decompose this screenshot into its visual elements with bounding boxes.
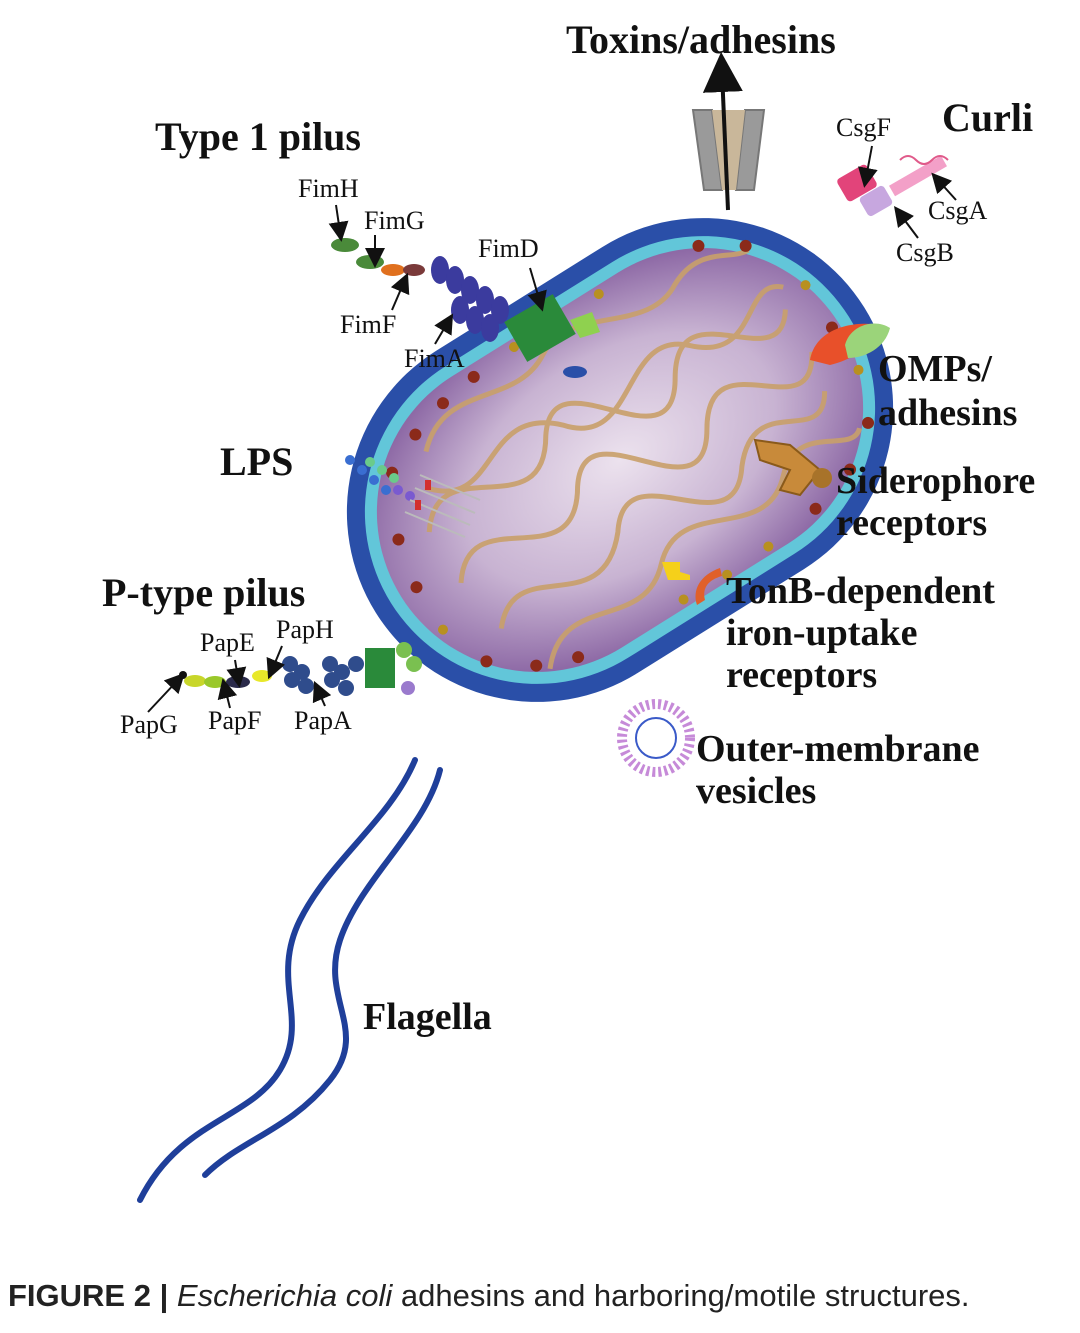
label-omps: OMPs/ (878, 348, 992, 390)
label-papg: PapG (120, 710, 178, 739)
label-papf: PapF (208, 706, 262, 735)
type1-pilus (331, 238, 600, 378)
label-fimg: FimG (364, 206, 425, 235)
label-tonb-dependent: TonB-dependent (726, 570, 995, 612)
label-papa: PapA (294, 706, 352, 735)
label-csga: CsgA (928, 196, 988, 225)
label-vesicles: vesicles (696, 770, 817, 812)
omps (810, 323, 890, 365)
caption-species: Escherichia coli (176, 1278, 393, 1313)
label-curli: Curli (942, 95, 1034, 140)
leader-arrows (147, 145, 957, 713)
outer-membrane-vesicle (617, 699, 695, 777)
nucleoid (423, 247, 862, 670)
siderophore-receptor (753, 438, 832, 497)
label-csgg: CsgG (770, 156, 830, 185)
lps (345, 455, 481, 538)
label-siderophore-receptors: receptors (836, 502, 988, 544)
label-paph: PapH (276, 615, 334, 644)
label-fima: FimA (404, 344, 465, 373)
caption-text: adhesins and harboring/motile structures… (400, 1278, 970, 1313)
label-fimf: FimF (340, 310, 397, 339)
label-csgf: CsgF (836, 113, 891, 142)
label-p-type-pilus: P-type pilus (102, 570, 306, 615)
p-type-pilus (179, 642, 422, 696)
label-iron-uptake: iron-uptake (726, 612, 918, 654)
toxin-secretion-pore (691, 52, 766, 211)
label-omps-adhesins: adhesins (878, 392, 1018, 434)
curli-assembly (837, 155, 949, 217)
label-fimh: FimH (298, 174, 359, 203)
label-toxins-adhesins: Toxins/adhesins (566, 17, 836, 62)
label-tonb-receptors: receptors (726, 654, 878, 696)
label-type1-pilus: Type 1 pilus (155, 114, 361, 159)
caption-figure-number: FIGURE 2 | (8, 1278, 169, 1313)
label-csgb: CsgB (896, 238, 954, 267)
label-pape: PapE (200, 628, 255, 657)
tonb-receptor (662, 562, 722, 605)
label-lps: LPS (220, 439, 294, 484)
label-fimd: FimD (478, 234, 539, 263)
bacterial-cell (346, 218, 894, 702)
flagella (137, 757, 443, 1203)
label-flagella: Flagella (363, 996, 492, 1038)
figure-caption: FIGURE 2 | Escherichia coli adhesins and… (8, 1278, 970, 1314)
label-siderophore: Siderophore (836, 460, 1036, 502)
label-outer-membrane: Outer-membrane (696, 728, 980, 770)
